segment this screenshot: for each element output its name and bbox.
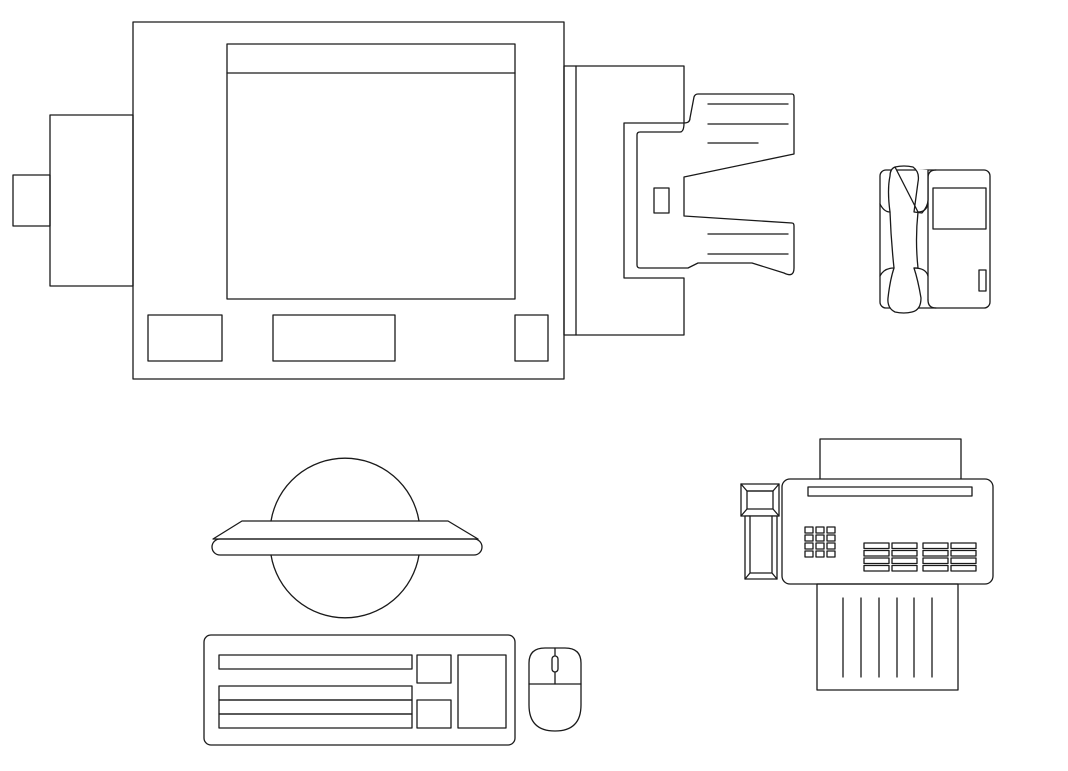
fax-function-key [950, 557, 977, 565]
fax-function-key [891, 542, 918, 550]
copier-side-tray-small [12, 174, 51, 227]
fax-machine [740, 438, 994, 691]
copier-output-unit [575, 65, 685, 336]
fax-function-key [922, 564, 949, 572]
copier-panel-left [147, 314, 223, 362]
fax-digit-key [826, 542, 836, 550]
handset-cradle-left-top [879, 203, 891, 213]
fax-keypad-function-keys [863, 542, 977, 572]
fax-output-lines [842, 597, 933, 678]
fax-digit-key [804, 526, 814, 534]
fax-function-key [950, 549, 977, 557]
fax-digit-key [815, 526, 825, 534]
keyboard [203, 634, 516, 746]
monitor-screen-edge [211, 538, 483, 556]
fax-digit-key [804, 542, 814, 550]
fax-digit-key [815, 534, 825, 542]
telephone-button [978, 269, 987, 292]
fax-keypad-digits [804, 526, 836, 558]
keyboard-function-row [218, 654, 413, 670]
copier-output-tray [636, 93, 795, 276]
fax-digit-key [815, 542, 825, 550]
monitor-stand-bottom [270, 554, 420, 619]
copier-body [132, 21, 565, 380]
keyboard-row-1 [218, 685, 413, 701]
fax-handset-body-inner [744, 515, 778, 580]
fax-digit-key [826, 550, 836, 558]
copier-side-tray [49, 114, 134, 287]
fax-function-key [891, 549, 918, 557]
fax-function-key [891, 557, 918, 565]
fax-function-key [950, 542, 977, 550]
handset-cradle-right-bottom [913, 267, 929, 277]
fax-digit-key [804, 550, 814, 558]
fax-digit-key [815, 550, 825, 558]
keyboard-body [203, 634, 516, 746]
fax-digit-key [826, 526, 836, 534]
keyboard-row-2 [218, 699, 413, 715]
monitor-bezel-back [212, 520, 479, 540]
copier-output-rail [563, 65, 577, 336]
copier-panel-right [514, 314, 549, 362]
fax-function-key [891, 564, 918, 572]
telephone-divider-top [927, 169, 937, 179]
fax-output-paper [816, 583, 959, 691]
fax-paper-slot [807, 486, 973, 497]
telephone-handset [887, 165, 929, 314]
copier-machine [12, 21, 795, 380]
keyboard-nav-block-bottom [416, 699, 452, 729]
telephone-divider-bottom [927, 299, 937, 309]
fax-function-key [863, 564, 890, 572]
handset-cradle-left-bottom [879, 267, 895, 277]
fax-function-key [922, 542, 949, 550]
fax-function-key [922, 557, 949, 565]
copier-control-panel [272, 314, 396, 362]
monitor-stand-top [270, 457, 420, 522]
copier-glass-lid [226, 43, 516, 300]
fax-function-key [863, 549, 890, 557]
keyboard-nav-block-top [416, 654, 452, 684]
fax-handset-top-inner [746, 490, 774, 510]
telephone-display [932, 187, 987, 230]
mouse [528, 647, 582, 732]
mouse-scroll-wheel [551, 655, 559, 673]
fax-function-key [950, 564, 977, 572]
tray-latch [653, 187, 670, 214]
keyboard-row-3 [218, 713, 413, 729]
fax-function-key [863, 542, 890, 550]
handset-cradle-right-top [917, 203, 929, 213]
fax-function-key [863, 557, 890, 565]
fax-function-key [922, 549, 949, 557]
fax-digit-key [826, 534, 836, 542]
computer-monitor [211, 457, 483, 619]
desk-telephone [879, 165, 991, 314]
keyboard-numpad [457, 654, 507, 729]
fax-digit-key [804, 534, 814, 542]
